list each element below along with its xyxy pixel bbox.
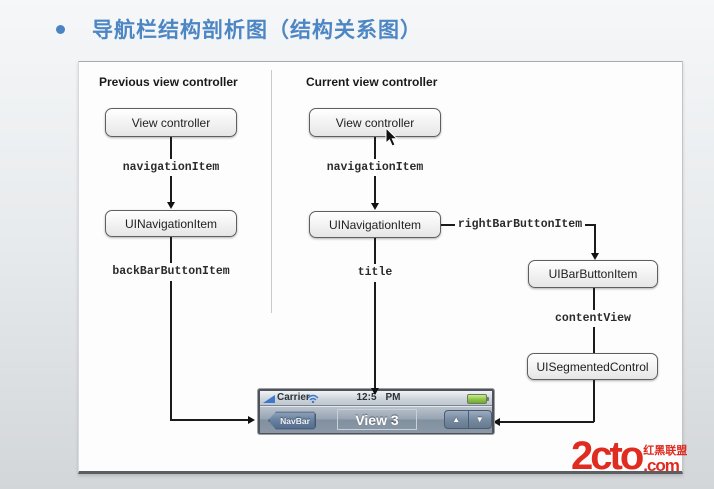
slide-header: 导航栏结构剖析图（结构关系图） xyxy=(0,0,714,56)
arrowhead-right-icon xyxy=(248,416,255,424)
connector-line xyxy=(170,137,172,159)
connector-line xyxy=(374,176,376,203)
2cto-watermark-logo: 2cto 红黑联盟 .com xyxy=(571,434,687,478)
connector-line xyxy=(593,288,595,310)
bullet-icon xyxy=(56,25,65,34)
navbar-back-button[interactable]: NavBar xyxy=(268,411,316,430)
connector-line xyxy=(170,176,172,203)
connector-line xyxy=(585,224,595,226)
previous-column-header: Previous view controller xyxy=(99,75,238,89)
back-bar-button-item-edge-label: backBarButtonItem xyxy=(112,265,230,278)
time-prefix: 12:5 xyxy=(356,392,377,403)
nav-bar: NavBar View 3 ▲ ▼ xyxy=(260,406,492,433)
logo-domain-text: .com xyxy=(643,456,680,475)
uisegmentedcontrol-node: UISegmentedControl xyxy=(527,353,658,380)
connector-line xyxy=(170,281,172,420)
time-suffix: PM xyxy=(385,392,401,403)
connector-line xyxy=(170,419,248,421)
slide-title: 导航栏结构剖析图（结构关系图） xyxy=(92,19,422,42)
status-bar: Carrier 12:5 PM xyxy=(260,391,492,406)
logo-community-text: 红黑联盟 xyxy=(643,445,688,457)
segmented-control[interactable]: ▲ ▼ xyxy=(444,410,492,429)
content-view-edge-label: contentView xyxy=(555,312,631,325)
right-bar-button-item-edge-label: rightBarButtonItem xyxy=(457,218,583,231)
connector-line xyxy=(593,380,595,422)
connector-line xyxy=(374,282,376,388)
navbar-title-view: View 3 xyxy=(337,409,417,430)
uibarbuttonitem-node: UIBarButtonItem xyxy=(528,260,658,288)
connector-line xyxy=(170,237,172,263)
battery-icon xyxy=(467,394,489,404)
wifi-icon xyxy=(307,394,319,403)
connector-line xyxy=(374,137,376,159)
segment-down-button[interactable]: ▼ xyxy=(467,411,492,428)
logo-brand-text: 2cto xyxy=(571,434,644,478)
connector-line xyxy=(441,224,455,226)
phone-navbar-mockup: Carrier 12:5 PM NavBar View 3 ▲ ▼ xyxy=(258,389,494,434)
connector-line xyxy=(500,421,594,423)
navigation-item-edge-label: navigationItem xyxy=(326,161,424,174)
signal-strength-icon xyxy=(263,395,275,403)
arrowhead-down-icon xyxy=(167,202,175,209)
current-view-controller-node: View controller xyxy=(309,108,441,137)
title-edge-label: title xyxy=(357,266,393,279)
arrowhead-down-icon xyxy=(371,388,379,395)
current-uinavigationitem-node: UINavigationItem xyxy=(309,211,441,238)
previous-uinavigationitem-node: UINavigationItem xyxy=(105,210,237,237)
carrier-label: Carrier xyxy=(277,392,310,403)
connector-line xyxy=(593,327,595,353)
segment-up-button[interactable]: ▲ xyxy=(452,415,461,424)
current-column-header: Current view controller xyxy=(306,75,438,89)
connector-line xyxy=(374,238,376,264)
connector-line xyxy=(594,224,596,253)
navigation-item-edge-label: navigationItem xyxy=(122,161,220,174)
column-divider xyxy=(271,70,272,313)
status-time: 12:5 PM xyxy=(326,392,431,403)
arrowhead-down-icon xyxy=(591,253,599,260)
arrowhead-left-icon xyxy=(493,418,500,426)
previous-view-controller-node: View controller xyxy=(105,108,237,137)
arrowhead-down-icon xyxy=(371,203,379,210)
mouse-cursor-icon xyxy=(385,127,399,147)
diagram-panel: Previous view controller Current view co… xyxy=(78,61,683,474)
